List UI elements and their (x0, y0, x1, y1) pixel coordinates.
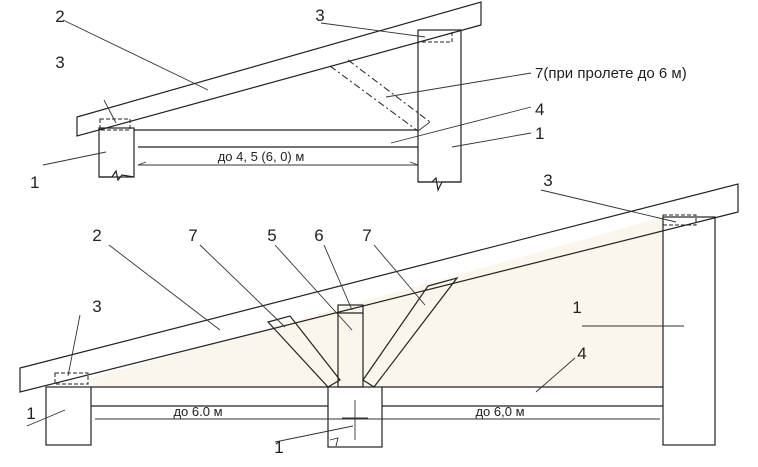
rafter (76, 1, 482, 137)
post-middle-break (329, 437, 339, 447)
label-beam: 4 (535, 100, 544, 119)
leader-lines (42, 19, 532, 166)
dimension-ticks (137, 161, 419, 166)
post-right (417, 29, 462, 183)
label-strut-right: 7 (362, 226, 371, 245)
rafter (19, 183, 739, 393)
strut-right (362, 276, 459, 388)
span-left-label: до 6.0 м (173, 404, 222, 419)
label-post-right: 1 (535, 124, 544, 143)
mauerlat-right (662, 214, 697, 226)
post-right-break (418, 176, 461, 192)
label-rafter: 2 (92, 226, 101, 245)
post-left (45, 386, 92, 446)
strut-dashed (329, 59, 431, 132)
top-diagram: до 4, 5 (6, 0) м 2 3 3 7(при пролете до … (30, 1, 687, 192)
post-right (662, 216, 716, 446)
label-post-bottom: 1 (274, 438, 283, 457)
label-mauerlat-top: 3 (543, 171, 552, 190)
mauerlat-left (54, 372, 89, 385)
label-post-right: 1 (572, 298, 581, 317)
span-label: до 4, 5 (6, 0) м (218, 149, 305, 164)
label-rafter: 2 (55, 7, 64, 26)
label-post-mid: 5 (267, 226, 276, 245)
post-left (98, 127, 135, 178)
mauerlat-right (417, 29, 453, 43)
label-post-left: 1 (30, 173, 39, 192)
label-mauerlat-left: 3 (55, 53, 64, 72)
label-strut-left: 7 (188, 226, 197, 245)
post-left-break (99, 169, 135, 182)
label-block: 6 (314, 226, 323, 245)
label-strut: 7(при пролете до 6 м) (535, 65, 687, 82)
mauerlat-left (99, 118, 131, 131)
label-mauerlat-top: 3 (315, 6, 324, 25)
leader-lines (26, 189, 684, 443)
span-right-label: до 6,0 м (475, 404, 524, 419)
strut-left (266, 315, 341, 388)
bottom-diagram: до 6.0 м до 6,0 м 2 7 5 6 7 3 3 (19, 171, 739, 457)
label-mauerlat-left: 3 (92, 297, 101, 316)
post-vertical (337, 304, 364, 388)
label-beam: 4 (577, 344, 586, 363)
label-post-left: 1 (26, 404, 35, 423)
